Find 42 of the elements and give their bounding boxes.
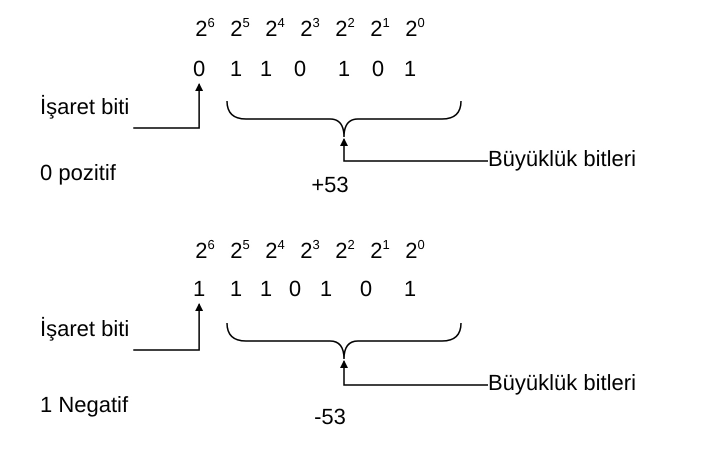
bit-digit: 1 <box>404 276 416 302</box>
exponent-label: 2$^{4}$ <box>265 16 285 42</box>
sign-label: İşaret biti <box>40 94 130 120</box>
sign-label: İşaret biti <box>40 316 130 342</box>
magnitude-label: Büyüklük bitleri <box>488 370 636 396</box>
exponent-label: 2$^{1}$ <box>370 238 390 264</box>
value-label: -53 <box>314 404 346 430</box>
bit-digit: 1 <box>260 276 272 302</box>
exponent-label: 2$^{3}$ <box>300 16 320 42</box>
exponent-label: 2$^{0}$ <box>405 16 425 42</box>
magnitude-label: Büyüklük bitleri <box>488 146 636 172</box>
arrow <box>133 83 204 129</box>
curly-brace <box>226 100 462 138</box>
bit-digit: 1 <box>404 56 416 82</box>
exponent-label: 2$^{2}$ <box>335 16 355 42</box>
sign-bit-digit: 1 <box>193 276 206 302</box>
bit-digit: 1 <box>230 56 242 82</box>
exponent-label: 2$^{4}$ <box>265 238 285 264</box>
note-text: 1 Negatif <box>40 392 128 418</box>
arrow <box>133 303 204 351</box>
note-text: 0 pozitif <box>40 160 116 186</box>
bit-digit: 0 <box>372 56 384 82</box>
arrow <box>340 360 488 386</box>
exponent-label: 2$^{2}$ <box>335 238 355 264</box>
bit-digit: 1 <box>338 56 350 82</box>
bit-digit: 1 <box>260 56 272 82</box>
bit-digit: 1 <box>320 276 332 302</box>
exponent-label: 2$^{5}$ <box>230 16 250 42</box>
value-label: +53 <box>311 172 349 198</box>
bit-digit: 0 <box>360 276 372 302</box>
bit-digit: 0 <box>294 56 306 82</box>
exponent-label: 2$^{5}$ <box>230 238 250 264</box>
exponent-label: 2$^{6}$ <box>195 238 215 264</box>
sign-bit-digit: 0 <box>193 56 206 82</box>
bit-digit: 1 <box>230 276 242 302</box>
exponent-label: 2$^{0}$ <box>405 238 425 264</box>
curly-brace <box>226 322 462 360</box>
arrow <box>340 138 488 162</box>
exponent-label: 2$^{1}$ <box>370 16 390 42</box>
exponent-label: 2$^{6}$ <box>195 16 215 42</box>
bit-digit: 0 <box>288 276 302 302</box>
exponent-label: 2$^{3}$ <box>300 238 320 264</box>
